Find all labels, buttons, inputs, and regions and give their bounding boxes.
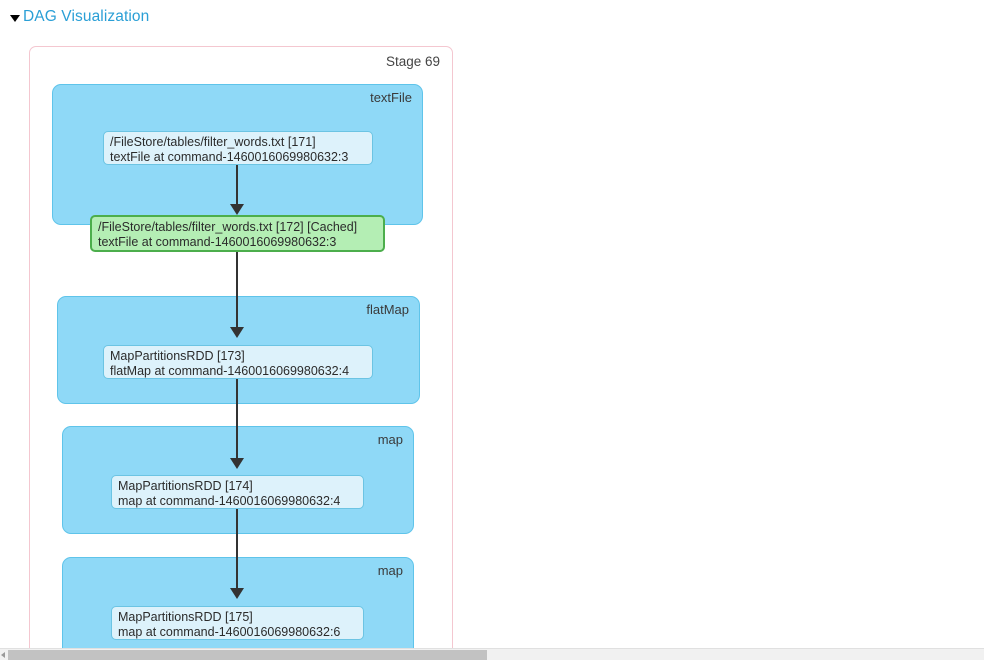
edge-arrowhead [230, 588, 244, 599]
edge-arrowhead [230, 327, 244, 338]
rdd-node-line2: textFile at command-1460016069980632:3 [110, 150, 349, 164]
dag-graph-canvas: Stage 69 textFile /FileStore/tables/filt… [0, 36, 984, 648]
edge-arrowhead [230, 204, 244, 215]
scope-cluster-label: flatMap [366, 302, 409, 317]
rdd-node-171[interactable]: /FileStore/tables/filter_words.txt [171]… [103, 131, 373, 165]
dag-graph-viewport[interactable]: Stage 69 textFile /FileStore/tables/filt… [0, 36, 984, 648]
horizontal-scrollbar[interactable] [0, 648, 984, 660]
scope-cluster-label: map [377, 432, 403, 447]
rdd-node-line1: MapPartitionsRDD [175] [118, 610, 253, 624]
rdd-node-line2: textFile at command-1460016069980632:3 [98, 235, 337, 249]
rdd-node-line1: MapPartitionsRDD [173] [110, 349, 245, 363]
rdd-node-174[interactable]: MapPartitionsRDD [174] map at command-14… [111, 475, 364, 509]
scope-cluster-label: map [377, 563, 403, 578]
horizontal-scrollbar-thumb[interactable] [8, 650, 487, 660]
edge-174-to-175 [236, 509, 238, 591]
rdd-node-line1: /FileStore/tables/filter_words.txt [172]… [98, 220, 358, 234]
stage-label: Stage 69 [385, 54, 440, 69]
rdd-node-line1: MapPartitionsRDD [174] [118, 479, 253, 493]
dag-visualization-title[interactable]: DAG Visualization [23, 8, 150, 25]
edge-arrowhead [230, 458, 244, 469]
rdd-node-line2: flatMap at command-1460016069980632:4 [110, 364, 350, 378]
dag-visualization-toggle[interactable]: DAG Visualization [10, 8, 149, 26]
scope-cluster-label: textFile [370, 90, 412, 105]
triangle-left-icon[interactable] [1, 652, 5, 658]
rdd-node-173[interactable]: MapPartitionsRDD [173] flatMap at comman… [103, 345, 373, 379]
edge-171-to-172 [236, 165, 238, 207]
rdd-node-line1: /FileStore/tables/filter_words.txt [171] [110, 135, 316, 149]
rdd-node-175[interactable]: MapPartitionsRDD [175] map at command-14… [111, 606, 364, 640]
edge-172-to-173 [236, 252, 238, 330]
rdd-node-172-cached[interactable]: /FileStore/tables/filter_words.txt [172]… [90, 215, 385, 252]
rdd-node-line2: map at command-1460016069980632:6 [118, 625, 341, 639]
edge-173-to-174 [236, 379, 238, 461]
caret-down-icon[interactable] [10, 14, 20, 22]
rdd-node-line2: map at command-1460016069980632:4 [118, 494, 341, 508]
